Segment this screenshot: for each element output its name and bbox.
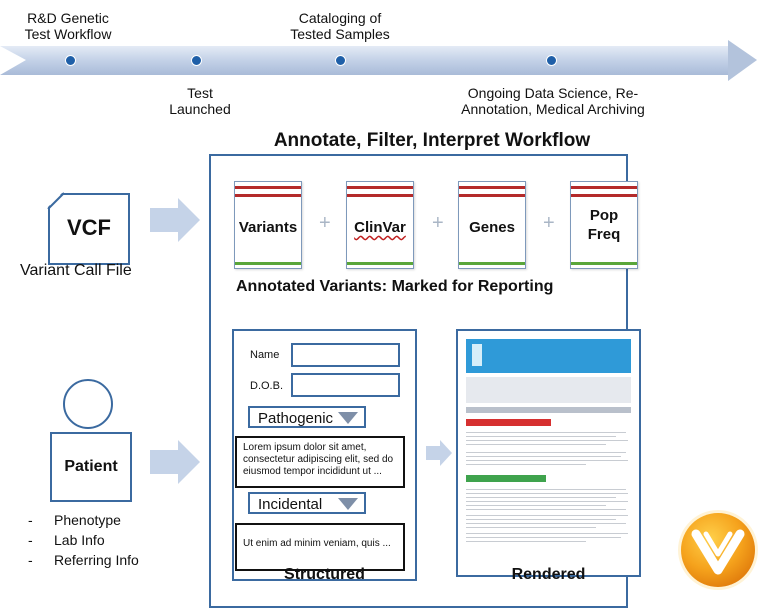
vcf-label: VCF xyxy=(67,215,111,240)
milestone-test-launched: Test Launched xyxy=(169,85,231,117)
name-label: Name xyxy=(250,349,280,361)
timeline-dot xyxy=(65,55,76,66)
milestone-cataloging: Cataloging of Tested Samples xyxy=(290,10,390,42)
patient-head-icon xyxy=(63,379,113,429)
timeline-dot xyxy=(191,55,202,66)
notes-text: Ut enim ad minim veniam, quis ... xyxy=(243,538,391,549)
structured-form-panel: Name D.O.B. Pathogenic Lorem ipsum dolor… xyxy=(232,329,417,581)
card-label: Genes xyxy=(469,219,515,236)
workflow-title: Annotate, Filter, Interpret Workflow xyxy=(273,130,591,151)
chevron-down-icon xyxy=(338,498,358,510)
incidental-dropdown[interactable]: Incidental xyxy=(248,492,366,514)
card-label: Pop Freq xyxy=(587,207,621,243)
card-clinvar: ClinVar xyxy=(346,181,414,269)
card-label: Variants xyxy=(238,219,298,236)
chevron-down-icon xyxy=(338,412,358,424)
annotated-variants-title: Annotated Variants: Marked for Reporting xyxy=(236,278,554,295)
report-pathogenic-flag xyxy=(466,419,551,426)
plus-sign: + xyxy=(432,212,444,234)
patient-body-icon: Patient xyxy=(50,432,132,502)
dob-label: D.O.B. xyxy=(250,380,284,392)
timeline xyxy=(0,40,757,81)
brand-logo-icon xyxy=(678,510,758,590)
report-incidental-flag xyxy=(466,475,546,482)
dropdown-value: Pathogenic xyxy=(258,410,334,427)
plus-sign: + xyxy=(319,212,331,234)
card-variants: Variants xyxy=(234,181,302,269)
card-genes: Genes xyxy=(458,181,526,269)
notes-textbox[interactable]: Lorem ipsum dolor sit amet, consectetur … xyxy=(235,436,405,488)
report-header xyxy=(466,339,631,373)
timeline-arrow xyxy=(0,46,755,75)
patient-info-list: Phenotype Lab Info Referring Info xyxy=(28,510,139,570)
patient-label: Patient xyxy=(64,458,118,475)
incidental-notes-textbox[interactable]: Ut enim ad minim veniam, quis ... xyxy=(235,523,405,571)
arrow-right-icon xyxy=(150,198,200,242)
list-item: Phenotype xyxy=(28,510,139,530)
dob-field[interactable] xyxy=(291,373,400,397)
dropdown-value: Incidental xyxy=(258,496,323,513)
report-logo-icon xyxy=(472,344,482,366)
report-info-block xyxy=(466,377,631,403)
vcf-caption: Variant Call File xyxy=(20,262,132,279)
vcf-file-icon: VCF xyxy=(48,193,130,265)
rendered-report-panel xyxy=(456,329,641,577)
dog-ear xyxy=(46,191,65,210)
rendered-caption: Rendered xyxy=(511,566,586,583)
classification-dropdown[interactable]: Pathogenic xyxy=(248,406,366,428)
timeline-dot xyxy=(335,55,346,66)
name-field[interactable] xyxy=(291,343,400,367)
arrow-right-icon xyxy=(150,440,200,484)
milestone-rd-workflow: R&D Genetic Test Workflow xyxy=(24,10,112,42)
card-label: ClinVar xyxy=(354,219,406,236)
plus-sign: + xyxy=(543,212,555,234)
notes-text: Lorem ipsum dolor sit amet, consectetur … xyxy=(243,442,394,477)
card-popfreq: Pop Freq xyxy=(570,181,638,269)
milestone-ongoing: Ongoing Data Science, Re- Annotation, Me… xyxy=(461,85,645,117)
list-item: Lab Info xyxy=(28,530,139,550)
list-item: Referring Info xyxy=(28,550,139,570)
structured-caption: Structured xyxy=(284,566,365,583)
arrow-right-icon xyxy=(426,440,452,466)
timeline-dot xyxy=(546,55,557,66)
